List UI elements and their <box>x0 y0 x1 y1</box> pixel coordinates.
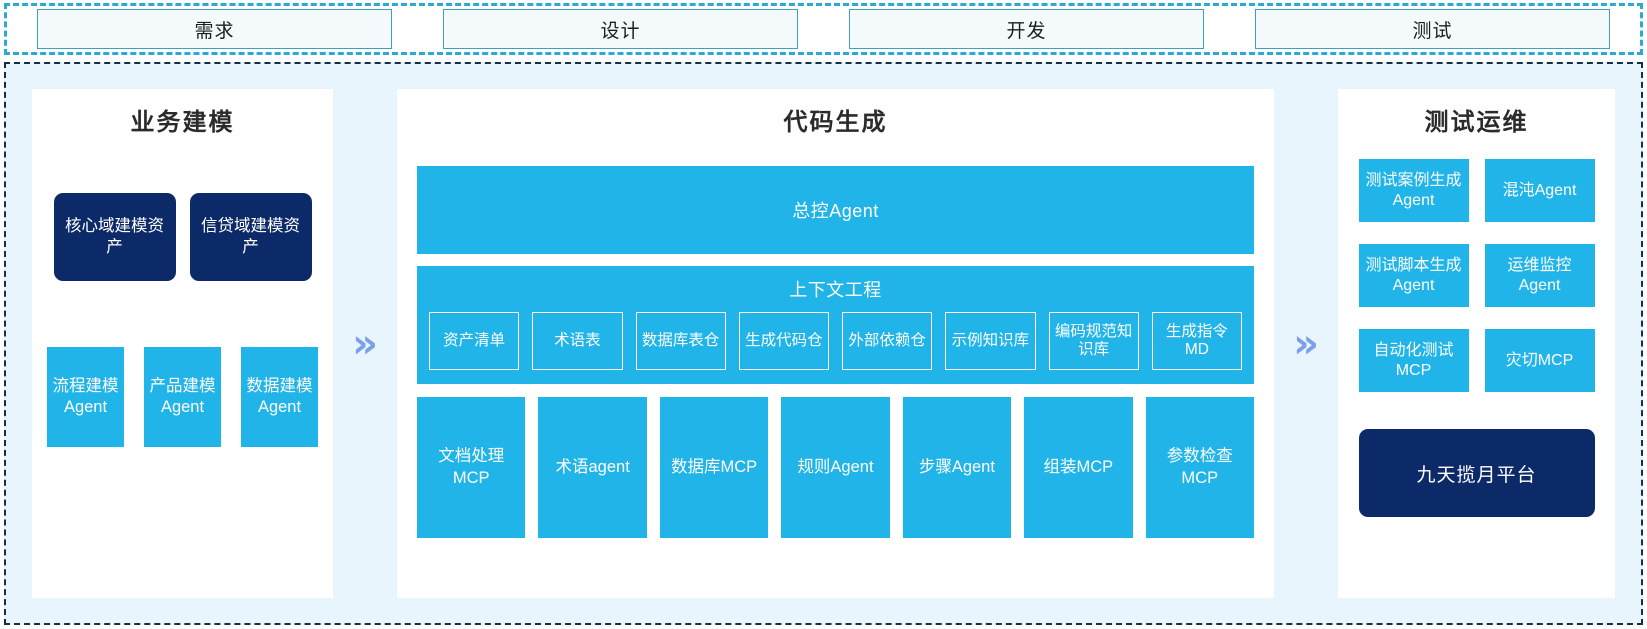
agent-process-modeling[interactable]: 流程建模Agent <box>47 347 124 447</box>
column-title-business-modeling: 业务建模 <box>130 109 235 136</box>
tool-step-agent[interactable]: 步骤Agent <box>902 397 1012 538</box>
test-ops-label: 测试案例生成Agent <box>1365 171 1462 209</box>
disaster-switch-mcp[interactable]: 灾切MCP <box>1484 329 1595 392</box>
tool-label: 组装MCP <box>1043 457 1114 476</box>
test-ops-label: 灾切MCP <box>1505 351 1574 369</box>
column-test-ops: 测试运维 测试案例生成Agent 混沌Agent 测试脚本生成Agent 运维监… <box>1338 89 1615 598</box>
context-item-asset-list[interactable]: 资产清单 <box>429 312 520 370</box>
phase-box-design[interactable]: 设计 <box>443 9 798 49</box>
asset-label: 核心域建模资产 <box>65 216 164 256</box>
chevron-glyph: » <box>352 320 378 367</box>
phase-strip: 需求 设计 开发 测试 <box>4 3 1643 55</box>
asset-label: 信贷域建模资产 <box>201 216 300 256</box>
tool-assembly-mcp[interactable]: 组装MCP <box>1024 397 1133 538</box>
tool-database-mcp[interactable]: 数据库MCP <box>659 397 769 538</box>
context-item-label: 生成代码仓 <box>745 331 823 349</box>
context-item-example-knowledge-base[interactable]: 示例知识库 <box>945 312 1036 370</box>
phase-label: 开发 <box>1006 20 1047 42</box>
tool-rule-agent[interactable]: 规则Agent <box>781 397 890 538</box>
tool-row: 文档处理MCP 术语agent 数据库MCP 规则Agent 步骤Agent <box>417 397 1254 538</box>
agent-label: 流程建模Agent <box>52 376 119 416</box>
context-engineering-block: 上下文工程 资产清单 术语表 数据库表仓 生成代码仓 <box>417 266 1254 384</box>
test-ops-label: 混沌Agent <box>1502 181 1577 199</box>
context-item-label: 术语表 <box>554 331 601 349</box>
tool-label: 步骤Agent <box>918 457 995 476</box>
context-item-external-dependency-repo[interactable]: 外部依赖仓 <box>842 312 933 370</box>
business-agent-row: 流程建模Agent 产品建模Agent 数据建模Agent <box>47 347 318 447</box>
test-ops-grid: 测试案例生成Agent 混沌Agent 测试脚本生成Agent 运维监控Agen… <box>1358 159 1595 392</box>
asset-core-domain[interactable]: 核心域建模资产 <box>53 193 176 281</box>
context-item-label: 数据库表仓 <box>641 331 720 349</box>
agent-data-modeling[interactable]: 数据建模Agent <box>241 347 318 447</box>
automated-testing-mcp[interactable]: 自动化测试MCP <box>1358 329 1469 392</box>
platform-label: 九天揽月平台 <box>1416 464 1537 486</box>
test-ops-label: 测试脚本生成Agent <box>1365 256 1462 294</box>
tool-label: 数据库MCP <box>670 457 758 476</box>
platform-box[interactable]: 九天揽月平台 <box>1358 429 1595 517</box>
master-agent-label: 总控Agent <box>792 201 879 221</box>
test-case-generation-agent[interactable]: 测试案例生成Agent <box>1358 159 1469 222</box>
context-item-generation-instruction-md[interactable]: 生成指令MD <box>1151 312 1242 370</box>
context-item-label: 外部依赖仓 <box>848 331 926 349</box>
phase-box-development[interactable]: 开发 <box>849 9 1204 49</box>
tool-glossary-agent[interactable]: 术语agent <box>538 397 647 538</box>
column-title-test-ops: 测试运维 <box>1424 109 1529 136</box>
phase-box-testing[interactable]: 测试 <box>1255 9 1610 49</box>
agent-label: 产品建模Agent <box>149 376 216 416</box>
phase-label: 需求 <box>194 20 235 42</box>
asset-credit-domain[interactable]: 信贷域建模资产 <box>189 193 312 281</box>
tool-document-processing-mcp[interactable]: 文档处理MCP <box>417 397 526 538</box>
context-item-glossary[interactable]: 术语表 <box>532 312 623 370</box>
context-engineering-title: 上下文工程 <box>789 280 882 300</box>
column-code-generation: 代码生成 总控Agent 上下文工程 资产清单 术语表 数据库表仓 <box>397 89 1274 598</box>
test-ops-label: 运维监控Agent <box>1507 256 1572 294</box>
tool-label: 参数检查MCP <box>1166 447 1233 487</box>
test-ops-label: 自动化测试MCP <box>1373 341 1454 379</box>
context-item-row: 资产清单 术语表 数据库表仓 生成代码仓 外部依赖仓 <box>429 312 1242 370</box>
column-title-code-generation: 代码生成 <box>783 109 888 136</box>
chevron-glyph: » <box>1293 320 1319 367</box>
phase-box-requirements[interactable]: 需求 <box>37 9 392 49</box>
ops-monitoring-agent[interactable]: 运维监控Agent <box>1484 244 1595 307</box>
agent-label: 数据建模Agent <box>246 376 313 416</box>
chaos-agent[interactable]: 混沌Agent <box>1484 159 1595 222</box>
phase-label: 测试 <box>1412 20 1453 42</box>
tool-label: 术语agent <box>555 457 630 476</box>
agent-product-modeling[interactable]: 产品建模Agent <box>144 347 221 447</box>
context-item-label: 资产清单 <box>443 331 506 349</box>
business-asset-row: 核心域建模资产 信贷域建模资产 <box>53 193 312 281</box>
master-agent-box[interactable]: 总控Agent <box>417 166 1254 254</box>
context-item-db-table-repo[interactable]: 数据库表仓 <box>635 312 726 370</box>
tool-parameter-check-mcp[interactable]: 参数检查MCP <box>1145 397 1254 538</box>
test-script-generation-agent[interactable]: 测试脚本生成Agent <box>1358 244 1469 307</box>
tool-label: 文档处理MCP <box>438 447 505 487</box>
context-item-label: 示例知识库 <box>951 331 1030 349</box>
tool-label: 规则Agent <box>797 457 874 476</box>
phase-label: 设计 <box>600 20 641 42</box>
context-item-coding-standard-knowledge-base[interactable]: 编码规范知识库 <box>1048 312 1139 370</box>
context-item-label: 编码规范知识库 <box>1054 322 1133 358</box>
chevron-right-icon-2: » <box>1274 64 1338 623</box>
context-item-generated-code-repo[interactable]: 生成代码仓 <box>738 312 829 370</box>
column-business-modeling: 业务建模 核心域建模资产 信贷域建模资产 流程建模Agent 产品建模Agent… <box>32 89 333 598</box>
chevron-right-icon-1: » <box>333 64 397 623</box>
context-item-label: 生成指令MD <box>1165 322 1228 358</box>
main-frame: 业务建模 核心域建模资产 信贷域建模资产 流程建模Agent 产品建模Agent… <box>4 62 1643 625</box>
